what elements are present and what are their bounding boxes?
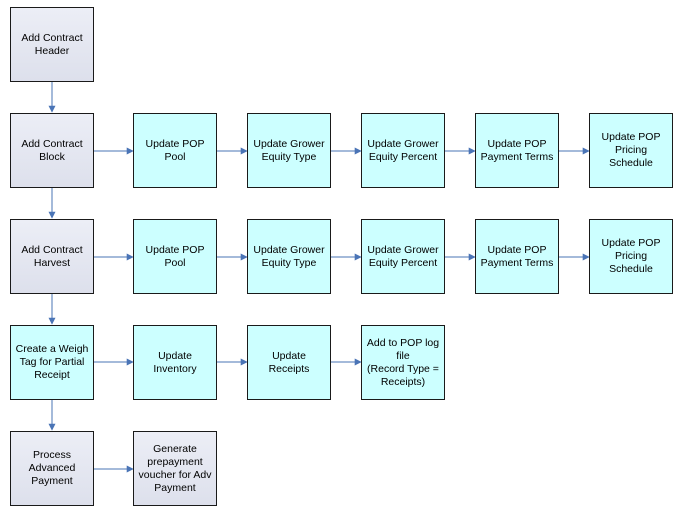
harvest-update-pop-payment-terms-box: Update POP Payment Terms <box>475 219 559 294</box>
create-weigh-tag-box: Create a Weigh Tag for Partial Receipt <box>10 325 94 400</box>
block-update-pop-payment-terms-box: Update POP Payment Terms <box>475 113 559 188</box>
add-contract-block-box: Add Contract Block <box>10 113 94 188</box>
block-update-grower-equity-percent-box: Update Grower Equity Percent <box>361 113 445 188</box>
block-update-pop-pool-box: Update POP Pool <box>133 113 217 188</box>
block-update-grower-equity-type-box: Update Grower Equity Type <box>247 113 331 188</box>
generate-prepayment-voucher-box: Generate prepayment voucher for Adv Paym… <box>133 431 217 506</box>
harvest-update-grower-equity-type-box: Update Grower Equity Type <box>247 219 331 294</box>
block-update-pop-pricing-schedule-box: Update POP Pricing Schedule <box>589 113 673 188</box>
update-inventory-box: Update Inventory <box>133 325 217 400</box>
process-advanced-payment-box: Process Advanced Payment <box>10 431 94 506</box>
add-contract-header-box: Add Contract Header <box>10 7 94 82</box>
harvest-update-pop-pool-box: Update POP Pool <box>133 219 217 294</box>
update-receipts-box: Update Receipts <box>247 325 331 400</box>
add-contract-harvest-box: Add Contract Harvest <box>10 219 94 294</box>
harvest-update-pop-pricing-schedule-box: Update POP Pricing Schedule <box>589 219 673 294</box>
harvest-update-grower-equity-percent-box: Update Grower Equity Percent <box>361 219 445 294</box>
add-to-pop-log-box: Add to POP log file (Record Type = Recei… <box>361 325 445 400</box>
